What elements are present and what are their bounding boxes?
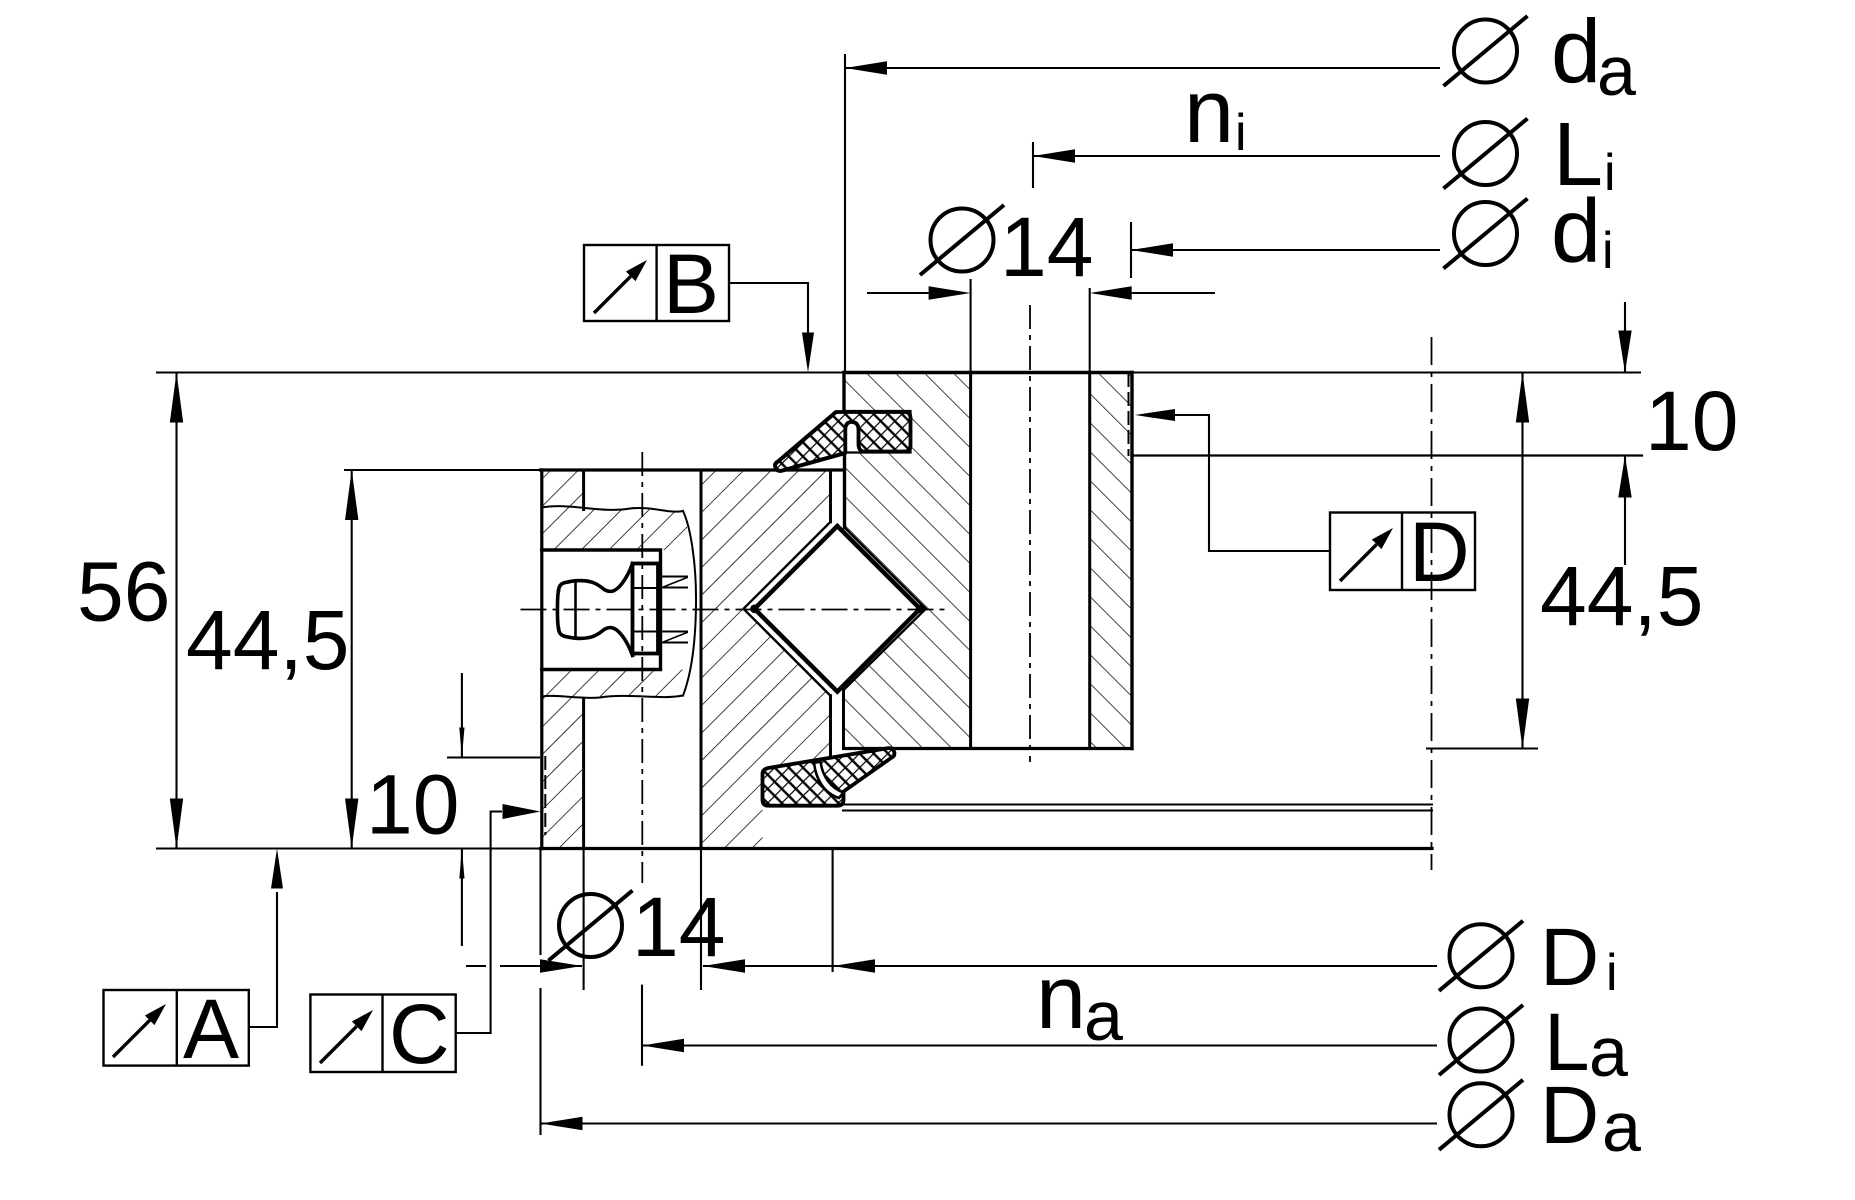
svg-text:10: 10 xyxy=(366,758,459,852)
svg-text:i: i xyxy=(1235,104,1247,162)
svg-text:i: i xyxy=(1606,944,1618,1002)
svg-text:a: a xyxy=(1602,1088,1641,1166)
svg-text:B: B xyxy=(663,237,719,331)
svg-text:n: n xyxy=(1184,62,1234,162)
svg-text:D: D xyxy=(1540,1070,1599,1161)
svg-text:D: D xyxy=(1409,505,1470,599)
svg-text:i: i xyxy=(1602,222,1614,280)
svg-text:i: i xyxy=(1604,144,1616,202)
svg-text:44,5: 44,5 xyxy=(1540,549,1704,643)
svg-text:a: a xyxy=(1084,977,1123,1055)
svg-text:C: C xyxy=(389,987,450,1081)
svg-text:10: 10 xyxy=(1645,374,1738,468)
svg-text:L: L xyxy=(1553,105,1603,205)
svg-text:A: A xyxy=(183,982,239,1076)
svg-text:a: a xyxy=(1589,1013,1628,1091)
svg-text:56: 56 xyxy=(77,545,170,639)
svg-text:L: L xyxy=(1544,997,1590,1088)
svg-text:n: n xyxy=(1036,948,1086,1048)
svg-text:D: D xyxy=(1540,912,1599,1003)
svg-text:d: d xyxy=(1551,3,1601,103)
svg-text:44,5: 44,5 xyxy=(186,593,350,687)
svg-text:a: a xyxy=(1597,32,1636,110)
svg-text:14: 14 xyxy=(1000,200,1093,294)
svg-text:d: d xyxy=(1551,182,1601,282)
svg-text:14: 14 xyxy=(632,880,725,974)
